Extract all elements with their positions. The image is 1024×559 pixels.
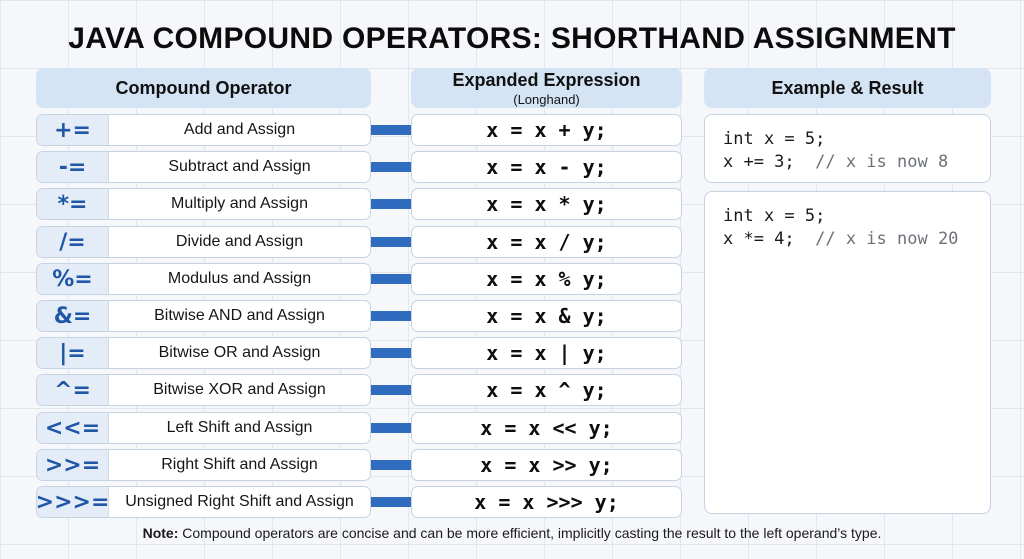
table-row: |= Bitwise OR and Assign x = x | y;	[0, 337, 1024, 369]
example-code: x += 3;	[723, 152, 816, 172]
example-code: x *= 4;	[723, 229, 816, 249]
operator-cell: <<= Left Shift and Assign	[36, 412, 371, 444]
operator-name: Subtract and Assign	[168, 158, 311, 175]
table-row: <<= Left Shift and Assign x = x << y;	[0, 412, 1024, 444]
operator-cell: &= Bitwise AND and Assign	[36, 300, 371, 332]
page-title: JAVA COMPOUND OPERATORS: SHORTHAND ASSIG…	[68, 22, 956, 55]
example-box-multiplication: int x = 5; x *= 4; // x is now 20	[704, 191, 991, 514]
operator-symbol: %=	[37, 264, 109, 294]
operator-cell: >>= Right Shift and Assign	[36, 449, 371, 481]
operator-name: Multiply and Assign	[171, 195, 308, 212]
expanded-expression: x = x % y;	[411, 263, 682, 295]
example-code-line: int x = 5;	[723, 206, 826, 226]
operator-name: Modulus and Assign	[167, 270, 312, 287]
header-example-result-label: Example & Result	[771, 77, 924, 98]
table-row: %= Modulus and Assign x = x % y;	[0, 263, 1024, 295]
table-row: += Add and Assign x = x + y;	[0, 114, 1024, 146]
operator-cell: %= Modulus and Assign	[36, 263, 371, 295]
expanded-expression: x = x + y;	[411, 114, 682, 146]
operator-name: Add and Assign	[183, 121, 296, 138]
table-row: &= Bitwise AND and Assign x = x & y;	[0, 300, 1024, 332]
operator-name: Right Shift and Assign	[161, 456, 318, 473]
operator-symbol: -=	[37, 152, 109, 182]
header-compound-operator-label: Compound Operator	[115, 77, 292, 98]
operator-cell: >>>= Unsigned Right Shift and Assign	[36, 486, 371, 518]
operator-cell: *= Multiply and Assign	[36, 188, 371, 220]
operator-symbol: +=	[37, 115, 109, 145]
operator-symbol: >>>=	[37, 487, 109, 517]
expanded-expression: x = x | y;	[411, 337, 682, 369]
operator-symbol: /=	[37, 227, 109, 257]
expanded-expression: x = x >>> y;	[411, 486, 682, 518]
expanded-expression: x = x / y;	[411, 226, 682, 258]
header-expanded-expression-sub: (Longhand)	[513, 91, 580, 107]
operator-name: Unsigned Right Shift and Assign	[125, 493, 354, 510]
example-comment: // x is now 8	[815, 152, 949, 172]
table-row: /= Divide and Assign x = x / y;	[0, 226, 1024, 258]
table-row: >>= Right Shift and Assign x = x >> y;	[0, 449, 1024, 481]
expanded-expression: x = x ^ y;	[411, 374, 682, 406]
operator-symbol: |=	[37, 338, 109, 368]
example-code-line: x *= 4; // x is now 20	[723, 228, 990, 251]
header-expanded-expression: Expanded Expression (Longhand)	[411, 68, 682, 108]
operator-name: Bitwise AND and Assign	[154, 307, 325, 324]
note-text: Compound operators are concise and can b…	[178, 525, 882, 541]
expanded-expression: x = x >> y;	[411, 449, 682, 481]
expanded-expression: x = x - y;	[411, 151, 682, 183]
example-comment: // x is now 20	[815, 229, 959, 249]
operator-cell: ^= Bitwise XOR and Assign	[36, 374, 371, 406]
operator-symbol: &=	[37, 301, 109, 331]
header-expanded-expression-label: Expanded Expression	[452, 69, 641, 90]
operator-name: Bitwise XOR and Assign	[153, 381, 326, 398]
table-row: >>>= Unsigned Right Shift and Assign x = x…	[0, 486, 1024, 518]
operator-name: Divide and Assign	[175, 233, 304, 250]
table-row: *= Multiply and Assign x = x * y;	[0, 188, 1024, 220]
table-row: -= Subtract and Assign x = x - y;	[0, 151, 1024, 183]
operator-symbol: ^=	[37, 375, 109, 405]
header-example-result: Example & Result	[704, 68, 991, 108]
header-compound-operator: Compound Operator	[36, 68, 371, 108]
example-code-line: int x = 5;	[723, 129, 826, 149]
operator-cell: -= Subtract and Assign	[36, 151, 371, 183]
operator-name: Left Shift and Assign	[166, 419, 313, 436]
operator-name: Bitwise OR and Assign	[158, 344, 321, 361]
operator-cell: |= Bitwise OR and Assign	[36, 337, 371, 369]
operator-symbol: *=	[37, 189, 109, 219]
example-box-addition: int x = 5; x += 3; // x is now 8	[704, 114, 991, 183]
operator-symbol: >>=	[37, 450, 109, 480]
expanded-expression: x = x * y;	[411, 188, 682, 220]
operator-cell: /= Divide and Assign	[36, 226, 371, 258]
expanded-expression: x = x << y;	[411, 412, 682, 444]
expanded-expression: x = x & y;	[411, 300, 682, 332]
footer-note: Note: Compound operators are concise and…	[0, 525, 1024, 541]
example-code-line: x += 3; // x is now 8	[723, 151, 990, 174]
note-label: Note:	[142, 525, 179, 541]
table-row: ^= Bitwise XOR and Assign x = x ^ y;	[0, 374, 1024, 406]
operator-cell: += Add and Assign	[36, 114, 371, 146]
operator-symbol: <<=	[37, 413, 109, 443]
